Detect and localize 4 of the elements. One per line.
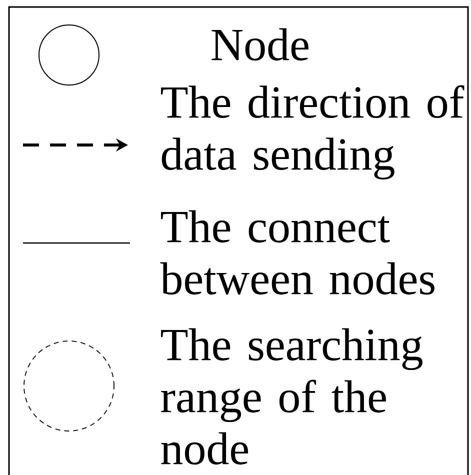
legend-text: The connect between nodes bbox=[160, 210, 434, 295]
legend-text: The searching range of the node bbox=[161, 328, 422, 465]
legend-text: Node bbox=[212, 28, 308, 61]
legend-text: The direction of data sending bbox=[161, 85, 464, 180]
